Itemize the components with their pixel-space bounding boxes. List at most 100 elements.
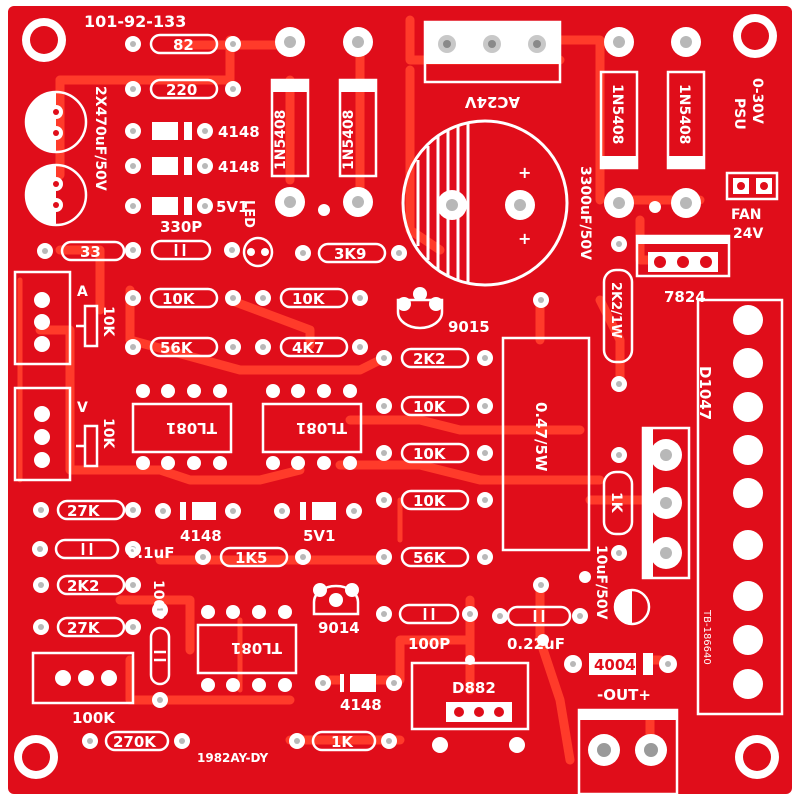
resistor-3k9: 3K9 [295,242,407,264]
diode-4004: 4004 [564,653,677,675]
diode-4148-b: 4148 [125,157,260,176]
board-maker-label: 1982AY-DY [197,751,269,765]
zener-5v1-a-label: 5V1 [216,198,248,216]
resistor-82-label: 82 [173,36,194,54]
capacitor-330p-label: 330P [160,218,202,236]
transistor-d1047: D1047 [641,366,714,580]
resistor-2k2-a: 2K2 [376,347,493,369]
resistor-1k-bottom-label: 1K [331,733,354,751]
diode-4148-d: 4148 [315,674,402,714]
resistor-56k-a-label: 56K [160,339,194,357]
capacitor-022uf-label: 0.22uF [507,635,565,653]
resistor-56k-b-label: 56K [413,549,447,567]
diode-1n5408-d-label: 1N5408 [676,84,692,144]
transistor-d882-label: D882 [452,679,496,697]
diode-1n5408-b-label: 1N5408 [341,110,357,170]
led-label: LED [241,200,256,228]
regulator-7824-label: 7824 [664,288,706,306]
resistor-56k-a: 56K [125,336,241,358]
fan-label-line2: 24V [733,226,763,242]
zener-5v1-b: 5V1 [274,502,362,545]
connector-ac24v-label: AC24V [465,93,520,111]
capacitor-100p-vertical: 100P [149,580,171,708]
resistor-270k: 270K [82,730,190,752]
regulator-7824: 7824 [635,234,731,306]
ic-tl081-a-label: TL081 [166,419,217,437]
capacitor-10uf: 10uF/50V [593,545,651,626]
fan-label-line1: FAN [731,207,762,223]
diode-4148-c-label: 4148 [180,527,222,545]
diode-1n5408-b: 1N5408 [338,27,378,217]
ic-tl081-a: TL081 [131,384,233,470]
resistor-3k9-label: 3K9 [334,245,367,263]
capacitor-3300uf-plus-a: + [518,163,531,182]
resistor-047-5w-label: 0.47/5W [532,402,550,472]
resistor-10k-a: 10K [125,287,241,309]
resistor-10k-b-label: 10K [292,290,326,308]
diode-1n5408-d: 1N5408 [666,27,706,218]
capacitor-022uf: 0.22uF [492,605,588,653]
resistor-27k-a: 27K [33,499,141,521]
heatsink-outline: TB-186640 [696,298,784,716]
capacitor-330p: 330P [125,218,240,261]
resistor-2k2-1w: 2K2/1W [602,236,634,392]
connector-output: -OUT+ [577,686,679,796]
resistor-27k-b: 27K [33,616,141,638]
pot-voltage: V 10K [13,386,116,482]
capacitor-470uf-b [24,163,88,227]
vias [318,201,661,665]
diode-1n5408-a-label: 1N5408 [273,110,289,170]
ic-tl081-c: TL081 [196,605,298,692]
resistor-4k7: 4K7 [255,336,368,358]
pot-current-letter: A [77,284,88,300]
capacitor-3300uf-label: 3300uF/50V [577,166,593,260]
resistor-220-label: 220 [166,81,197,99]
capacitor-01uf-label: 0.1uF [127,544,175,562]
ic-tl081-b-label: TL081 [296,419,347,437]
resistor-27k-b-label: 27K [67,619,101,637]
resistor-2k2-1w-label: 2K2/1W [608,282,623,338]
connector-output-label: -OUT+ [597,686,651,704]
resistor-56k-b: 56K [376,546,493,568]
resistor-2k2-b-label: 2K2 [67,577,100,595]
resistor-4k7-label: 4K7 [292,339,325,357]
pot-voltage-label: 10K [100,418,116,449]
transistor-9014-label: 9014 [318,619,360,637]
transistor-9015-label: 9015 [448,318,490,336]
pot-100k-label: 100K [72,709,116,727]
resistor-1k5-label: 1K5 [235,549,268,567]
resistor-1k-vertical: 1K [602,447,634,561]
transistor-9015: 9015 [396,287,490,336]
ic-tl081-c-label: TL081 [231,639,282,657]
capacitor-01uf: 0.1uF [32,538,175,562]
pot-100k: 100K [31,651,135,727]
resistor-047-5w: 0.47/5W [501,292,591,593]
diode-1n5408-c: 1N5408 [599,27,639,218]
diode-1n5408-c-label: 1N5408 [609,84,625,144]
resistor-10k-d: 10K [376,442,493,464]
psu-label-line2: PSU [731,98,747,130]
diode-4004-label: 4004 [594,656,636,674]
resistor-270k-label: 270K [113,733,157,751]
resistor-220: 220 [125,78,241,100]
diode-1n5408-a: 1N5408 [270,27,310,217]
connector-psu-label: 0-30V PSU [731,78,765,130]
resistor-10k-b: 10K [255,287,368,309]
pot-current: A 10K [13,270,116,366]
capacitor-2x470uf-label: 2X470uF/50V [92,86,108,191]
diode-4148-c: 4148 [155,502,241,545]
board-id-label: 101-92-133 [84,12,186,31]
resistor-10k-c: 10K [376,395,493,417]
resistor-82: 82 [125,33,241,55]
zener-5v1-b-label: 5V1 [303,527,335,545]
mounting-holes [14,14,779,779]
led: LED [241,200,274,268]
diode-4148-d-label: 4148 [340,696,382,714]
zener-5v1-a: 5V1 [125,197,248,216]
resistor-10k-d-label: 10K [413,445,447,463]
capacitor-10uf-label: 10uF/50V [593,545,609,620]
resistor-2k2-a-label: 2K2 [413,350,446,368]
diode-4148-a-label: 4148 [218,123,260,141]
resistor-27k-a-label: 27K [67,502,101,520]
